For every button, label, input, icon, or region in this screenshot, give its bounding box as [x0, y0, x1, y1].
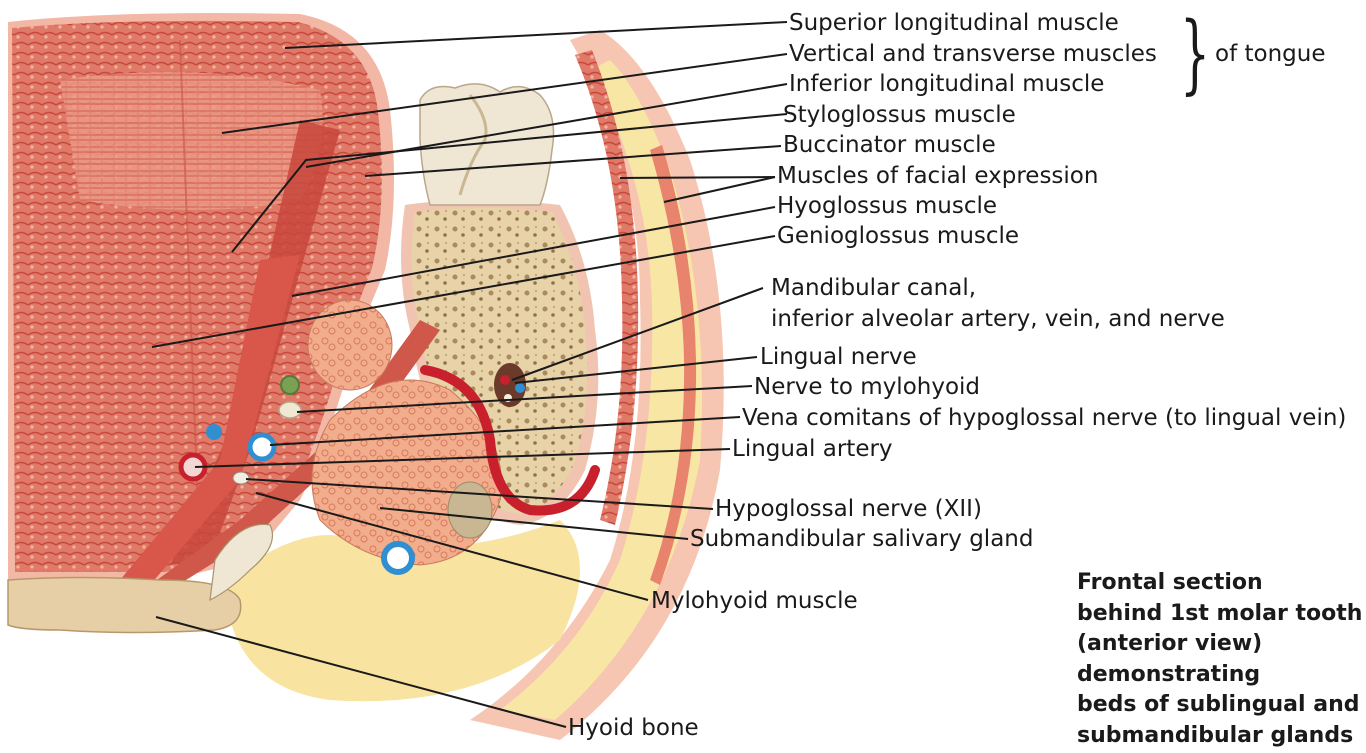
leader-lingual-nerve — [514, 356, 758, 384]
tooth-crown — [419, 83, 555, 206]
inferior-alveolar-artery — [500, 375, 510, 385]
cheek-wall — [470, 30, 724, 740]
label-mylohyoid-muscle: Mylohyoid muscle — [651, 588, 858, 614]
label-vertical-transverse-muscles: Vertical and transverse muscles — [789, 41, 1157, 67]
label-submandibular-gland: Submandibular salivary gland — [690, 526, 1034, 552]
label-of-tongue: of tongue — [1215, 41, 1326, 67]
hyoglossus-band — [120, 255, 300, 585]
label-lingual-artery: Lingual artery — [732, 436, 893, 462]
label-genioglossus-muscle: Genioglossus muscle — [777, 223, 1020, 249]
tongue-brace: } — [1180, 4, 1211, 104]
vertical-transverse-region — [60, 72, 323, 210]
label-vena-comitans: Vena comitans of hypoglossal nerve (to l… — [742, 405, 1347, 431]
leader-vertical-transverse — [221, 53, 788, 134]
lymph-node — [447, 481, 493, 539]
facial-vein-dot — [381, 541, 415, 575]
label-lingual-nerve: Lingual nerve — [760, 344, 917, 370]
hyoid-bone-shape — [7, 576, 242, 634]
hyoid-tendon — [209, 523, 274, 602]
leader-lines — [151, 21, 788, 728]
label-hyoid-bone: Hyoid bone — [568, 715, 699, 741]
molar-tooth — [419, 83, 555, 206]
vessels-nerves — [178, 375, 493, 575]
label-hyoglossus-muscle: Hyoglossus muscle — [777, 193, 998, 219]
nerve-to-mylohyoid-dot — [278, 401, 302, 419]
label-inferior-alveolar-vessels: inferior alveolar artery, vein, and nerv… — [771, 306, 1225, 332]
label-inferior-longitudinal-muscle: Inferior longitudinal muscle — [789, 71, 1105, 97]
caption-line-1: Frontal section — [1077, 570, 1263, 595]
caption-line-5: beds of sublingual and — [1077, 692, 1360, 717]
label-mandibular-canal: Mandibular canal, — [771, 275, 977, 301]
leader-hypoglossal-nerve — [245, 478, 714, 510]
leader-genioglossus — [151, 235, 776, 348]
mylohyoid-band — [150, 320, 440, 590]
hypoglossal-nerve-dot — [232, 471, 250, 485]
buccinator-band — [575, 50, 639, 525]
lingual-nerve-dot — [280, 375, 300, 395]
caption-line-4: demonstrating — [1077, 661, 1261, 687]
label-buccinator-muscle: Buccinator muscle — [783, 132, 996, 158]
label-muscles-of-facial-expression: Muscles of facial expression — [777, 163, 1099, 189]
vena-comitans-dot — [247, 432, 277, 462]
leader-hyoid-bone — [155, 616, 567, 728]
facial-artery — [420, 365, 600, 516]
deep-lingual-vein-dot — [206, 424, 222, 440]
label-superior-longitudinal-muscle: Superior longitudinal muscle — [789, 10, 1119, 36]
tooth-crown-shade — [458, 94, 488, 196]
leader-submandibular-gland — [379, 507, 689, 540]
leader-hyoglossus — [291, 206, 776, 297]
leader-lingual-artery — [194, 448, 731, 468]
leader-nerve-to-mylohyoid — [296, 385, 753, 413]
figure-caption: Frontal section behind 1st molar tooth (… — [1077, 568, 1362, 751]
leader-mylohyoid — [255, 492, 649, 601]
caption-line-6: submandibular glands — [1077, 722, 1354, 748]
leader-mandibular-canal — [511, 287, 764, 381]
extrinsic-muscles — [120, 120, 440, 590]
floor-of-mouth — [230, 520, 580, 702]
leader-facial-expression-2 — [619, 176, 776, 179]
caption-line-3: (anterior view) — [1077, 631, 1263, 656]
facial-expression-band — [650, 145, 697, 585]
leader-buccinator — [364, 145, 782, 177]
leader-superior-longitudinal — [284, 21, 788, 49]
leader-facial-expression — [663, 176, 776, 203]
caption-line-2: behind 1st molar tooth — [1077, 600, 1363, 626]
label-styloglossus-muscle: Styloglossus muscle — [783, 102, 1016, 128]
facial-fat — [500, 60, 702, 720]
label-hypoglossal-nerve: Hypoglossal nerve (XII) — [715, 496, 982, 522]
leader-vena-comitans — [269, 416, 741, 446]
inferior-alveolar-vein — [515, 383, 525, 393]
mandibular-canal — [494, 363, 526, 407]
label-nerve-to-mylohyoid: Nerve to mylohyoid — [754, 374, 981, 400]
leader-styloglossus — [231, 113, 788, 253]
sublingual-gland — [307, 299, 393, 391]
